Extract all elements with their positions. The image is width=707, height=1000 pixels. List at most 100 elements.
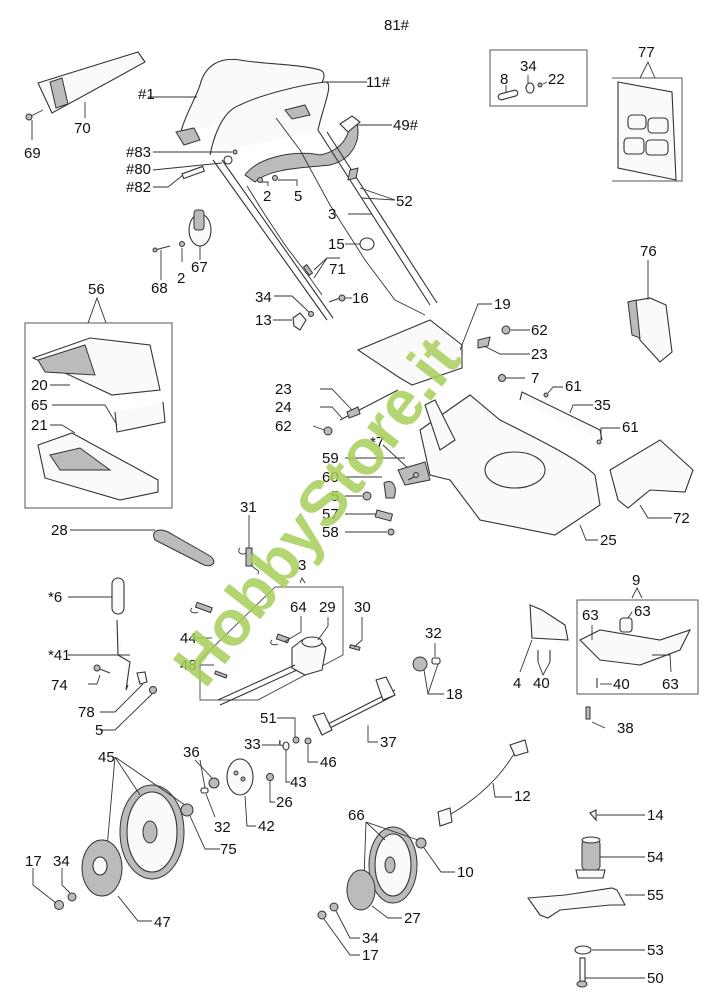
part-64-spring[interactable] — [270, 633, 290, 646]
part-38-screw[interactable] — [585, 706, 591, 720]
part-58-screw[interactable] — [387, 528, 395, 536]
part-68-screw[interactable] — [152, 245, 171, 253]
part-2-nut[interactable] — [257, 177, 263, 183]
part-36-gear[interactable] — [208, 777, 220, 789]
part-6-grip[interactable] — [111, 577, 125, 615]
part-49-bail-lever[interactable] — [244, 115, 361, 183]
part-17-nut-b[interactable] — [317, 910, 327, 920]
callout-9: 9 — [632, 572, 640, 589]
part-30-key[interactable] — [349, 644, 361, 651]
part-5-nut-b[interactable] — [362, 491, 372, 501]
part-43-washer[interactable] — [282, 741, 290, 751]
callout-64: 64 — [290, 599, 307, 616]
part-40-screws-a[interactable] — [537, 650, 551, 662]
leader-5c — [100, 693, 153, 731]
part-5-nut[interactable] — [272, 175, 278, 181]
callout-22: 22 — [548, 71, 565, 88]
part-61-nut-b[interactable] — [596, 439, 602, 445]
part-34-washer-c[interactable] — [67, 892, 77, 902]
part-29-gearbox[interactable] — [217, 636, 327, 706]
leader-47 — [117, 895, 152, 922]
part-42-hub[interactable] — [226, 758, 254, 796]
part-10-bushing[interactable] — [415, 837, 427, 849]
part-74-bolt[interactable] — [93, 664, 111, 674]
part-76-cap[interactable] — [627, 297, 673, 363]
part-13-bracket[interactable] — [292, 312, 307, 331]
part-7-nut-a[interactable] — [498, 374, 506, 382]
part-27-hubcap[interactable] — [346, 869, 376, 911]
part-22-nut[interactable] — [537, 82, 543, 88]
part-78-bracket[interactable] — [136, 671, 148, 685]
part-28-belt[interactable] — [153, 529, 215, 567]
part-34-washer[interactable] — [525, 82, 535, 94]
part-77-grille[interactable] — [617, 81, 677, 181]
part-3-cable[interactable] — [275, 117, 426, 316]
part-66-front-wheel[interactable] — [368, 826, 418, 904]
part-54-blade-adapter[interactable] — [575, 836, 606, 879]
callout-1: #1 — [138, 86, 155, 103]
part-59-screw[interactable] — [407, 472, 419, 481]
part-17-nut-a[interactable] — [54, 900, 64, 910]
part-45-rear-wheel[interactable] — [119, 784, 185, 880]
callout-41: *41 — [48, 647, 71, 664]
part-82-pin[interactable] — [181, 165, 206, 180]
part-71-cable[interactable] — [246, 185, 323, 296]
part-25-deck[interactable] — [419, 394, 601, 536]
part-75-wheel-gear[interactable] — [180, 803, 194, 817]
part-23-spring-a[interactable] — [477, 336, 491, 349]
part-80-washer[interactable] — [223, 155, 233, 165]
part-41-lever[interactable] — [116, 619, 131, 691]
part-handle-lower-tubes[interactable] — [212, 129, 438, 321]
part-5-nut-c[interactable] — [149, 686, 157, 694]
part-51-nut[interactable] — [292, 736, 300, 744]
part-35-rear-axle[interactable] — [519, 391, 603, 441]
part-23-spring-b[interactable] — [346, 406, 361, 419]
part-9-mulching-kit[interactable] — [579, 617, 692, 666]
part-65-frame[interactable] — [114, 401, 166, 433]
part-1-handle-left[interactable] — [175, 58, 325, 146]
part-53-washer[interactable] — [574, 945, 592, 955]
part-60-gear-sector[interactable] — [383, 481, 396, 499]
part-61-nut-a[interactable] — [543, 392, 549, 398]
part-55-blade[interactable] — [526, 887, 626, 919]
part-26-nut[interactable] — [266, 773, 274, 781]
part-72-mulch-plug[interactable] — [609, 439, 694, 509]
part-4-deflector[interactable] — [529, 604, 569, 641]
part-44-spring[interactable] — [190, 601, 213, 614]
part-18-pinion[interactable] — [412, 656, 428, 672]
part-50-blade-bolt[interactable] — [576, 957, 588, 988]
callout-24: 24 — [275, 399, 292, 416]
callout-2a: 2 — [263, 188, 271, 205]
part-70-deflector[interactable] — [37, 51, 146, 114]
part-62-nut-a[interactable] — [501, 325, 511, 335]
leader-66b — [365, 821, 419, 841]
part-57-knob[interactable] — [374, 509, 394, 522]
part-21-bag-bottom[interactable] — [37, 432, 159, 501]
part-69-screw[interactable] — [25, 109, 44, 121]
part-34-nut[interactable] — [308, 311, 314, 317]
part-37-drive-axle[interactable] — [312, 676, 396, 736]
part-34-washer-d[interactable] — [329, 902, 339, 912]
leader-34d — [335, 910, 360, 939]
part-2-nut-b[interactable] — [179, 241, 185, 247]
part-52-cable-clip[interactable] — [347, 167, 359, 181]
part-62-nut-b[interactable] — [323, 426, 333, 436]
part-67-adjuster[interactable] — [188, 209, 212, 247]
callout-36: 36 — [183, 744, 200, 761]
part-48-pin[interactable] — [214, 670, 228, 679]
part-14-key[interactable] — [589, 809, 597, 822]
part-32-pin-a[interactable] — [431, 657, 441, 665]
part-83-nut[interactable] — [232, 149, 238, 155]
callout-44: 44 — [180, 630, 197, 647]
part-12-cable[interactable] — [437, 739, 529, 827]
part-32-pin-b[interactable] — [200, 787, 209, 794]
part-11-handle-right[interactable] — [209, 81, 330, 156]
part-19-rear-flap[interactable] — [356, 319, 463, 386]
part-16-bolt[interactable] — [328, 294, 346, 303]
part-15-knob[interactable] — [359, 237, 375, 251]
part-47-hubcap[interactable] — [81, 839, 123, 897]
part-46-nut[interactable] — [304, 737, 312, 745]
callout-67: 67 — [191, 259, 208, 276]
part-20-bag-top[interactable] — [31, 337, 161, 396]
part-8-pin[interactable] — [497, 89, 519, 101]
